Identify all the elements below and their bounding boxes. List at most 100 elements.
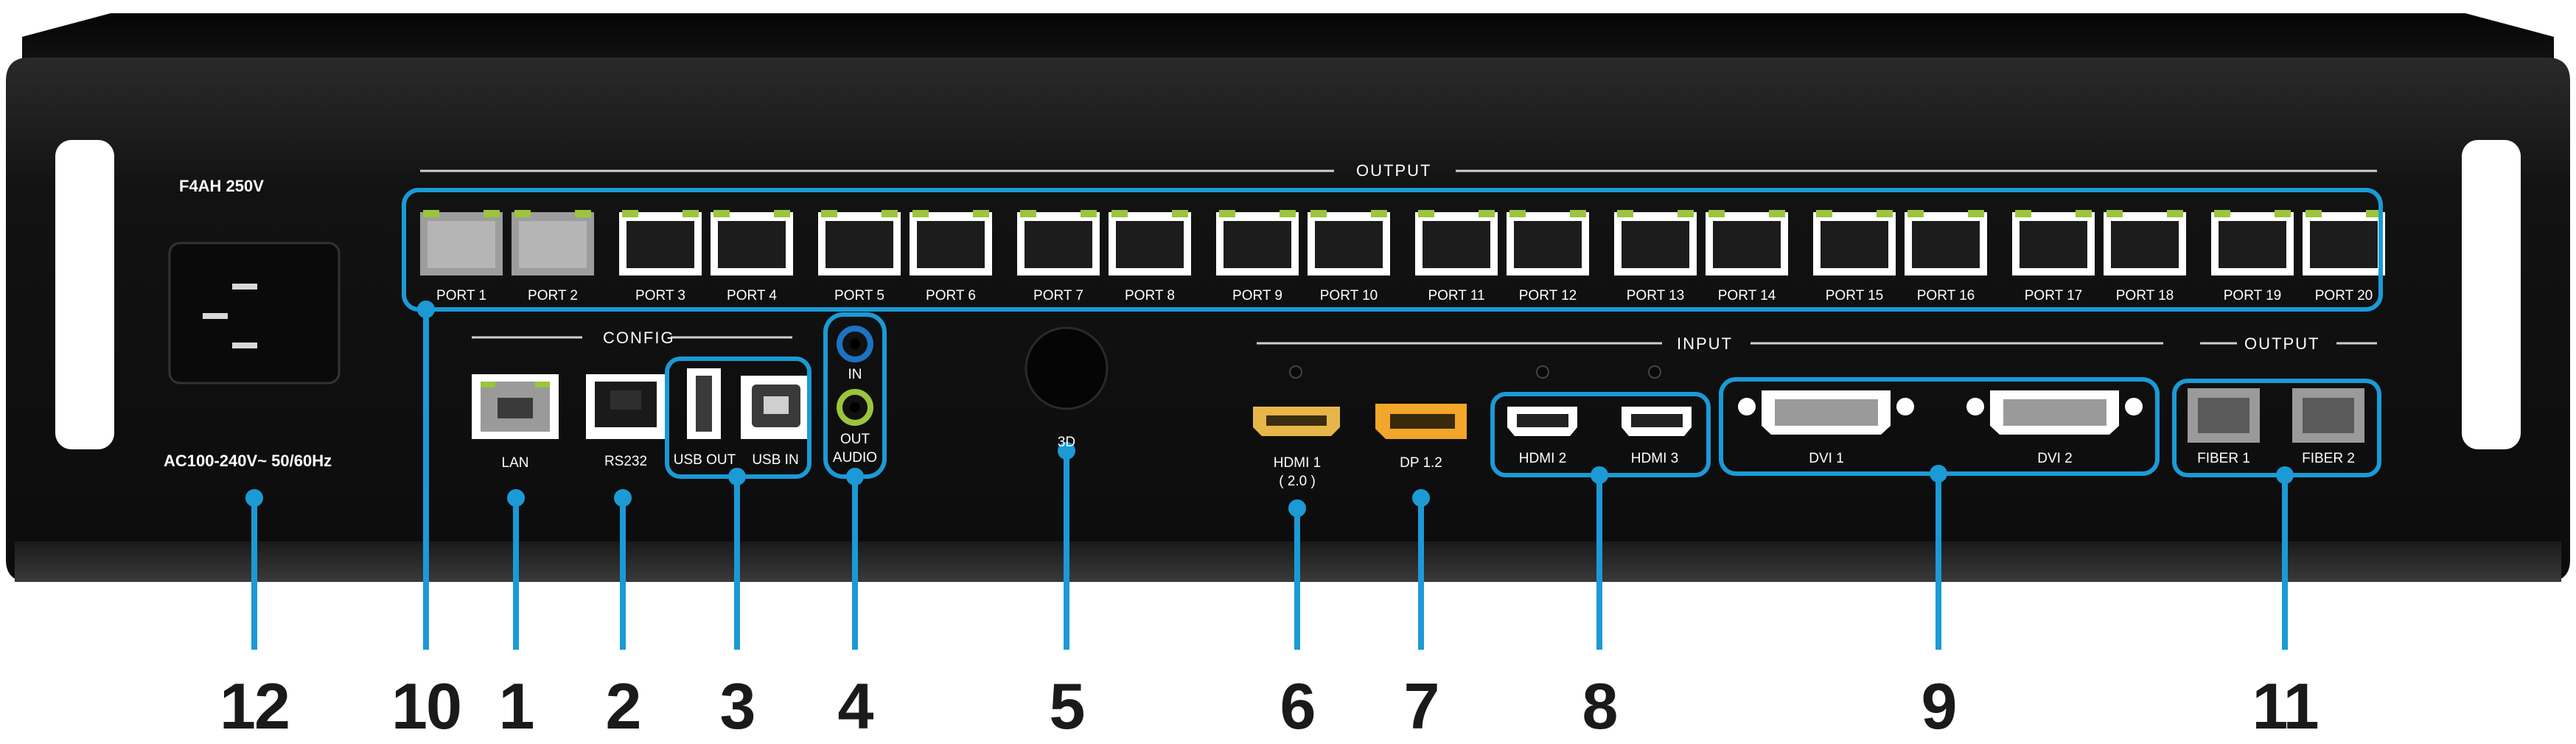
usb-out-port[interactable] [687, 368, 721, 439]
ethernet-port-18[interactable] [2104, 210, 2186, 276]
power-inlet [168, 242, 341, 385]
usb-in-port[interactable] [741, 376, 811, 439]
ethernet-port-label-18: PORT 18 [2115, 288, 2174, 303]
ethernet-port-12[interactable] [1507, 210, 1589, 276]
hdmi-2-label: HDMI 2 [1518, 451, 1567, 466]
ethernet-port-label-15: PORT 15 [1825, 288, 1884, 303]
output-ethernet-ports [420, 210, 2385, 276]
callout-11: 11 [2252, 670, 2319, 743]
ethernet-port-3[interactable] [619, 210, 702, 276]
rs232-label: RS232 [604, 454, 648, 469]
callout-2: 2 [605, 670, 642, 743]
handle-slot-left [55, 140, 114, 449]
ethernet-port-1[interactable] [420, 210, 503, 276]
highlight-output-ports [402, 188, 2383, 312]
callout-5: 5 [1049, 670, 1086, 743]
dvi-1-label: DVI 1 [1809, 451, 1844, 466]
section-output-top: OUTPUT [1356, 161, 1432, 180]
ethernet-port-17[interactable] [2012, 210, 2095, 276]
ethernet-port-6[interactable] [910, 210, 992, 276]
power-rating-label: AC100-240V~ 50/60Hz [164, 452, 332, 470]
ethernet-port-label-5: PORT 5 [834, 288, 884, 303]
audio-out-label: OUT [840, 432, 870, 447]
3d-label: 3D [1057, 435, 1076, 450]
ethernet-port-label-14: PORT 14 [1717, 288, 1776, 303]
usb-out-label: USB OUT [673, 452, 736, 468]
audio-in-label: IN [848, 367, 862, 382]
chassis-body [6, 57, 2570, 582]
hdmi-1-label: HDMI 1 [1273, 455, 1322, 471]
ethernet-port-label-11: PORT 11 [1428, 288, 1485, 303]
audio-in-jack[interactable] [837, 326, 873, 362]
dvi-2-port[interactable] [1966, 390, 2143, 435]
section-input: INPUT [1677, 334, 1733, 353]
dp-1-2-port[interactable] [1375, 404, 1467, 439]
ethernet-port-label-13: PORT 13 [1626, 288, 1685, 303]
fiber-2-port[interactable] [2292, 388, 2364, 443]
ethernet-port-11[interactable] [1415, 210, 1498, 276]
fiber-1-label: FIBER 1 [2197, 451, 2250, 466]
ethernet-port-13[interactable] [1614, 210, 1697, 276]
ethernet-port-label-17: PORT 17 [2024, 288, 2083, 303]
lan-port[interactable] [472, 374, 559, 439]
audio-out-jack[interactable] [837, 389, 873, 426]
fuse-rating-label: F4AH 250V [179, 177, 264, 195]
callout-4: 4 [837, 670, 874, 743]
handle-slot-right [2462, 140, 2521, 449]
ethernet-port-2[interactable] [512, 210, 594, 276]
hdmi-1-port[interactable] [1253, 407, 1340, 436]
ethernet-port-label-12: PORT 12 [1518, 288, 1577, 303]
callout-6: 6 [1280, 670, 1316, 743]
ethernet-port-14[interactable] [1706, 210, 1788, 276]
ethernet-port-16[interactable] [1905, 210, 1987, 276]
hdmi-2-port[interactable] [1507, 407, 1577, 436]
hdmi-3-label: HDMI 3 [1630, 451, 1679, 466]
3d-sync-connector[interactable] [1025, 326, 1109, 410]
section-config: CONFIG [603, 329, 675, 347]
ethernet-port-9[interactable] [1216, 210, 1299, 276]
ethernet-port-label-19: PORT 19 [2223, 288, 2282, 303]
ethernet-port-label-1: PORT 1 [436, 288, 486, 303]
dvi-2-label: DVI 2 [2037, 451, 2073, 466]
ethernet-port-7[interactable] [1017, 210, 1100, 276]
lan-label: LAN [501, 455, 529, 471]
fiber-1-port[interactable] [2188, 388, 2260, 443]
ethernet-port-label-9: PORT 9 [1232, 288, 1282, 303]
callout-9: 9 [1921, 670, 1958, 743]
hdmi-1-version-label: ( 2.0 ) [1279, 474, 1316, 489]
ethernet-port-19[interactable] [2211, 210, 2294, 276]
ethernet-port-label-4: PORT 4 [727, 288, 777, 303]
ethernet-port-label-16: PORT 16 [1916, 288, 1975, 303]
ethernet-port-label-6: PORT 6 [926, 288, 976, 303]
audio-label: AUDIO [832, 450, 878, 466]
callout-1: 1 [498, 670, 535, 743]
hdmi-3-port[interactable] [1622, 407, 1692, 436]
ethernet-port-label-3: PORT 3 [635, 288, 685, 303]
ethernet-port-label-7: PORT 7 [1033, 288, 1083, 303]
section-output-right: OUTPUT [2244, 334, 2320, 353]
ethernet-port-4[interactable] [711, 210, 793, 276]
ethernet-port-20[interactable] [2303, 210, 2385, 276]
ethernet-port-label-10: PORT 10 [1319, 288, 1378, 303]
dvi-1-port[interactable] [1738, 390, 1914, 435]
rs232-port[interactable] [586, 374, 666, 439]
ethernet-port-15[interactable] [1813, 210, 1896, 276]
callout-8: 8 [1582, 670, 1619, 743]
ethernet-port-label-2: PORT 2 [528, 288, 578, 303]
ethernet-port-8[interactable] [1109, 210, 1191, 276]
ethernet-port-10[interactable] [1308, 210, 1390, 276]
dp-label: DP 1.2 [1400, 455, 1442, 471]
callout-10: 10 [391, 670, 462, 743]
ethernet-port-label-20: PORT 20 [2314, 288, 2373, 303]
ethernet-port-5[interactable] [818, 210, 901, 276]
callout-12: 12 [220, 670, 290, 743]
usb-in-label: USB IN [752, 452, 799, 468]
callout-leaders [245, 301, 2294, 650]
callout-7: 7 [1403, 670, 1440, 743]
callout-3: 3 [719, 670, 756, 743]
chassis-bottom-edge [15, 541, 2561, 582]
fiber-2-label: FIBER 2 [2302, 451, 2355, 466]
ethernet-port-label-8: PORT 8 [1125, 288, 1175, 303]
